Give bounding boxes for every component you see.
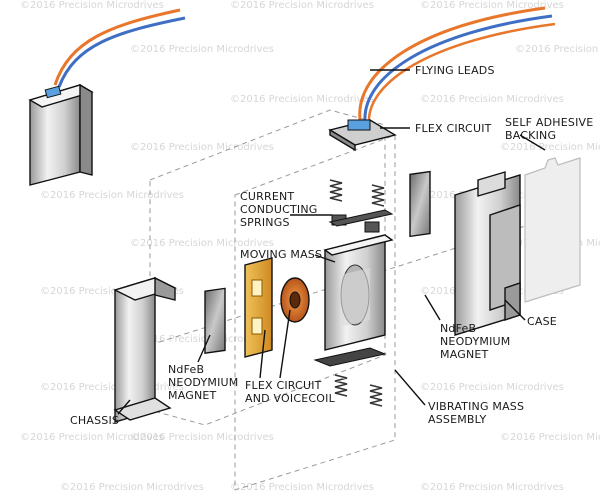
watermark-text: ©2016 Precision Microdrives bbox=[500, 142, 600, 153]
watermark-text: ©2016 Precision Microdrives bbox=[130, 334, 274, 345]
watermark-text: ©2016 Precision Microdrives bbox=[515, 44, 600, 55]
label-flex-voicecoil-1: FLEX CIRCUIT bbox=[245, 379, 322, 392]
watermark-text: ©2016 Precision Microdrives bbox=[130, 142, 274, 153]
watermark-text: ©2016 Precision Microdrives bbox=[20, 432, 164, 443]
label-case: CASE bbox=[527, 315, 557, 328]
leader-lines bbox=[117, 69, 546, 415]
label-vibrating-mass-1: VIBRATING MASS bbox=[428, 400, 524, 413]
callout-labels: FLYING LEADS FLEX CIRCUIT SELF ADHESIVE … bbox=[70, 64, 593, 427]
watermark-text: ©2016 Precision Microdrives bbox=[420, 382, 564, 393]
label-chassis: CHASSIS bbox=[70, 414, 119, 427]
watermark-text: ©2016 Precision Microdrives bbox=[60, 482, 204, 493]
case-part bbox=[454, 171, 521, 336]
label-flex-circuit-top: FLEX CIRCUIT bbox=[415, 122, 492, 135]
label-magnet-right-1: NdFeB bbox=[440, 322, 476, 335]
label-magnet-left-3: MAGNET bbox=[168, 389, 217, 402]
watermark-text: ©2016 Precision Microdrives bbox=[40, 286, 184, 297]
watermark-text: ©2016 Precision Microdrives bbox=[500, 432, 600, 443]
flex-circuit-gold bbox=[244, 257, 273, 358]
watermark-text: ©2016 Precision Microdrives bbox=[230, 482, 374, 493]
springs-top bbox=[329, 179, 385, 207]
watermark-text: ©2016 Precision Microdrives bbox=[130, 238, 274, 249]
watermark-text: ©2016 Precision Microdrives bbox=[40, 382, 184, 393]
label-flex-voicecoil-2: AND VOICECOIL bbox=[245, 392, 336, 405]
top-flex-circuit bbox=[328, 119, 397, 152]
label-magnet-left-2: NEODYMIUM bbox=[168, 376, 239, 389]
watermark-text: ©2016 Precision Microdrives bbox=[230, 0, 374, 11]
label-magnet-right-3: MAGNET bbox=[440, 348, 489, 361]
assembly-guide bbox=[234, 134, 396, 491]
assembled-motor bbox=[28, 8, 186, 186]
label-moving-mass: MOVING MASS bbox=[240, 248, 322, 261]
springs-bottom bbox=[334, 374, 383, 407]
watermark-text: ©2016 Precision Microdrives bbox=[420, 482, 564, 493]
label-backing: BACKING bbox=[505, 129, 556, 142]
label-springs-1: CURRENT bbox=[240, 190, 294, 203]
watermark-text: ©2016 Precision Microdrives bbox=[130, 44, 274, 55]
label-vibrating-mass-2: ASSEMBLY bbox=[428, 413, 487, 426]
label-self-adhesive: SELF ADHESIVE bbox=[505, 116, 593, 129]
watermark-text: ©2016 Precision Microdrives bbox=[420, 94, 564, 105]
voice-coil bbox=[280, 277, 310, 323]
label-springs-3: SPRINGS bbox=[240, 216, 290, 229]
label-magnet-right-2: NEODYMIUM bbox=[440, 335, 511, 348]
moving-mass bbox=[323, 234, 394, 351]
label-springs-2: CONDUCTING bbox=[240, 203, 318, 216]
watermark-text: ©2016 Precision Microdrives bbox=[420, 0, 564, 11]
watermark-text: ©2016 Precision Microdrives bbox=[20, 0, 164, 11]
flying-leads bbox=[358, 6, 556, 125]
spring-caps bbox=[328, 209, 394, 233]
magnet-right bbox=[409, 170, 431, 238]
watermark-text: ©2016 Precision Microdrives bbox=[40, 190, 184, 201]
magnet-left bbox=[204, 287, 226, 354]
label-magnet-left-1: NdFeB bbox=[168, 363, 204, 376]
watermark-text: ©2016 Precision Microdrives bbox=[230, 94, 374, 105]
bottom-plate bbox=[313, 347, 387, 367]
adhesive-backing bbox=[524, 157, 581, 303]
watermark-text: ©2016 Precision Microdrives bbox=[130, 432, 274, 443]
watermark-layer: ©2016 Precision Microdrives ©2016 Precis… bbox=[20, 0, 600, 493]
chassis-part bbox=[113, 276, 177, 423]
label-flying-leads: FLYING LEADS bbox=[415, 64, 495, 77]
